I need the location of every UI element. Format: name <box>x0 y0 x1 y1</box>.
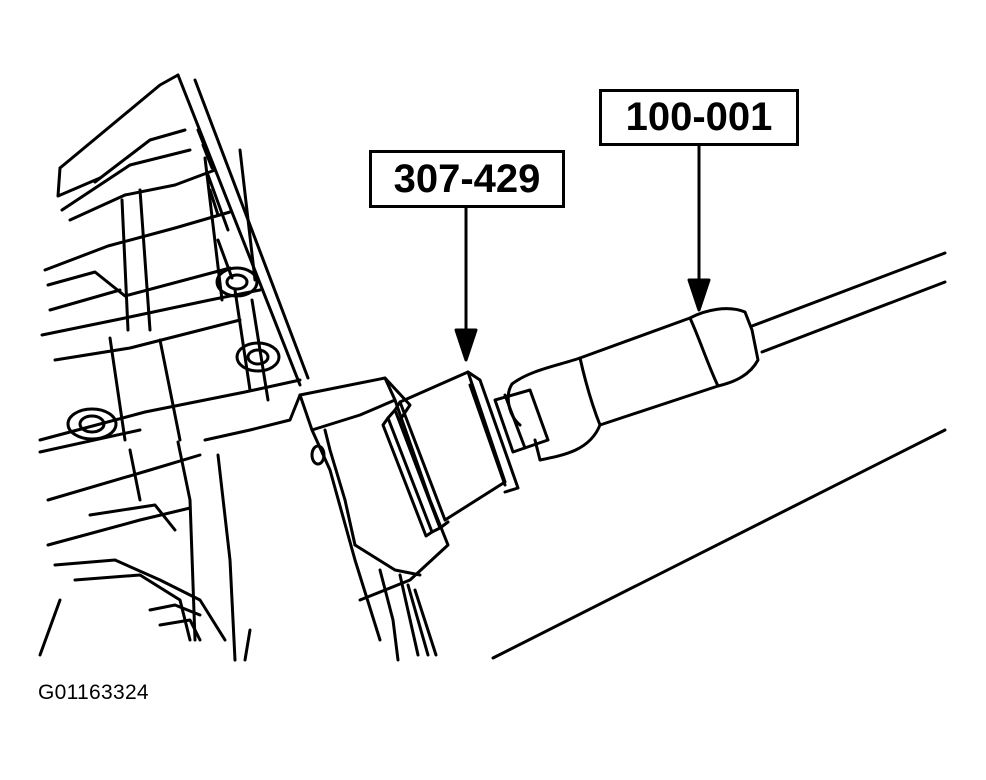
callout-tool-307-429: 307-429 <box>369 150 565 208</box>
seal-installer-307-429 <box>381 370 520 538</box>
callout-tool-100-001: 100-001 <box>599 89 799 146</box>
arrow-100-001 <box>687 144 711 312</box>
callout-label: 307-429 <box>393 156 541 201</box>
arrow-307-429 <box>454 206 478 362</box>
transmission-housing <box>38 73 310 662</box>
handle-100-001 <box>493 251 947 462</box>
tool-shaft-edge <box>491 428 947 660</box>
extension-housing <box>203 376 450 662</box>
figure-id: G01163324 <box>38 681 149 704</box>
callout-label: 100-001 <box>625 95 773 139</box>
